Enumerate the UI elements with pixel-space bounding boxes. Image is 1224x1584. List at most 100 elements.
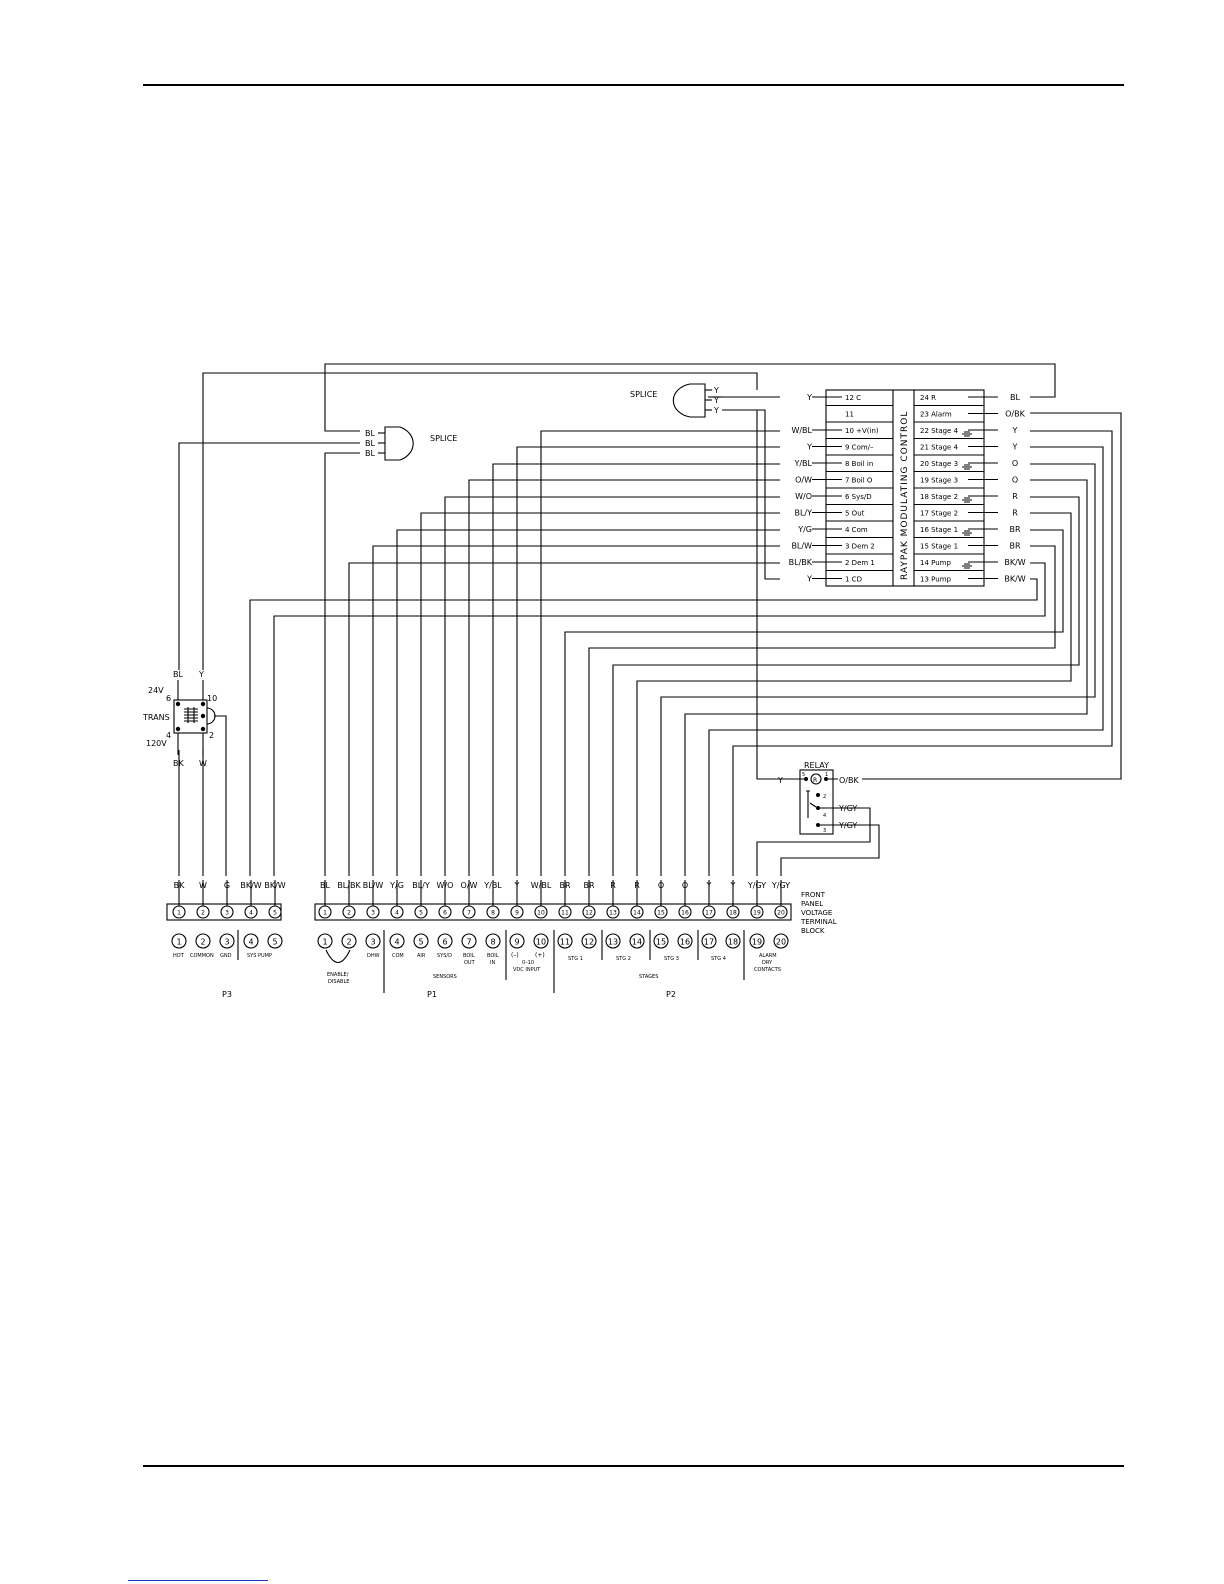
control-left-terminal: 7 Boil O [845,477,873,485]
transformer-wire-y: Y [198,670,204,679]
p3-terminal-wire: BK [174,881,185,890]
splice-left-wire-3: BL [365,449,375,458]
legend-circle [365,933,381,949]
relay-contact-wire-1: Y/GY [838,804,857,813]
control-left-wire: Y [806,393,812,402]
control-right-terminal: 14 Pump [920,559,951,567]
control-right-wire: BL [1010,393,1020,402]
legend-circle [243,933,259,949]
p12-terminal-wire: Y/GY [747,881,766,890]
header-rule [143,84,1124,86]
p12-terminal-wire: BR [583,881,594,890]
legend-disable: DISABLE [328,979,349,985]
splice-left-label: SPLICE [430,434,457,443]
control-left-terminal: 11 [845,411,854,419]
control-left-wire: Y [806,443,812,452]
legend-number: 14 [632,938,642,947]
control-left-terminal: 9 Com/– [845,444,874,452]
control-right-wire: R [1012,492,1018,501]
legend-circle [773,933,789,949]
control-left-wire: BL/Y [794,509,812,518]
legend-number: 9 [514,938,519,947]
splice-top-wire-1: Y [713,386,719,395]
p12-terminal-number: 1 [323,910,327,917]
control-right-terminal: 18 Stage 2 [920,493,958,501]
legend-air: AIR [417,953,426,959]
p12-terminal-number: 20 [777,910,785,917]
relay-coil: R [813,777,817,784]
p12-terminal-wire: Y [514,881,520,890]
transformer-wire-bk: BK [173,759,184,768]
legend-common: COMMON [190,953,214,959]
p12-terminal-wire: BL/Y [412,881,430,890]
control-left-terminal: 1 CD [845,576,862,584]
p3-terminal-number: 5 [273,910,277,917]
legend-contacts: CONTACTS [754,967,781,973]
legend-number: 15 [656,938,666,947]
control-right-wire: BK/W [1004,575,1025,584]
control-left-wire: O/W [795,476,812,485]
p12-terminal-wire: Y/BL [483,881,502,890]
legend-number: 6 [442,938,447,947]
p12-terminal-number: 7 [467,910,471,917]
control-right-wire: O [1012,476,1018,485]
control-right-terminal: 21 Stage 4 [920,444,959,452]
control-left-wire: BL/BK [789,558,813,567]
p3-terminal-number: 3 [225,910,229,917]
legend-circle [701,933,717,949]
tb-label-1: FRONT [801,891,826,899]
legend-circle [461,933,477,949]
relay-in-wire: Y [777,776,783,785]
legend-circle [749,933,765,949]
legend-circle [509,933,525,949]
control-right-terminal: 24 R [920,394,936,402]
legend-sysd: SYS/D [437,953,452,959]
legend-stg3: STG 3 [664,956,679,962]
relay-pin-1: 1 [825,772,828,778]
legend-circle [677,933,693,949]
splice-left-wire-2: BL [365,439,375,448]
legend-number: 2 [346,938,351,947]
control-left-terminal: 5 Out [845,510,865,518]
legend-out: OUT [464,960,476,966]
splice-top-wire-2: Y [713,396,719,405]
control-right-terminal: 13 Pump [920,576,951,584]
control-left-wire: W/O [795,492,812,501]
legend-group-p2: P2 [666,990,676,999]
control-left-wire: BL/W [791,542,812,551]
legend-number: 3 [224,938,229,947]
control-right-wire: O [1012,459,1018,468]
p12-terminal-wire: W/BL [531,881,552,890]
p12-terminal-wire: BR [559,881,570,890]
splice-top-label: SPLICE [630,390,657,399]
p12-terminal-wire: BL/W [363,881,384,890]
legend-vdc-input: VDC INPUT [513,967,541,973]
legend-sensors: SENSORS [433,974,457,980]
legend-circle [171,933,187,949]
legend-circle [629,933,645,949]
legend-number: 1 [176,938,181,947]
p12-terminal-number: 6 [443,910,447,917]
legend-boil-2: BOIL [487,953,499,959]
p12-terminal-number: 12 [585,910,593,917]
legend-number: 5 [418,938,423,947]
control-left-terminal: 2 Dem 1 [845,559,875,567]
legend-minus: (–) [511,952,519,959]
transformer: TRANS 24V 120V 6 10 4 2 BL Y BK W [142,670,217,768]
control-left-wire: Y [806,575,812,584]
terminal-block-p1-p2: 1BL2BL/BK3BL/W4Y/G5BL/Y6W/O7O/W8Y/BL9Y10… [318,880,790,919]
footer-link-underline[interactable] [128,1580,268,1581]
p12-terminal-wire: Y/G [389,881,404,890]
control-left-terminal: 8 Boil in [845,460,873,468]
control-right-wire: BR [1009,525,1020,534]
transformer-wire-w: W [199,759,207,768]
legend-number: 20 [776,938,786,947]
legend-circle [557,933,573,949]
legend-number: 4 [248,938,253,947]
legend-circle [581,933,597,949]
legend-circle [437,933,453,949]
legend-com: COM [392,953,404,959]
